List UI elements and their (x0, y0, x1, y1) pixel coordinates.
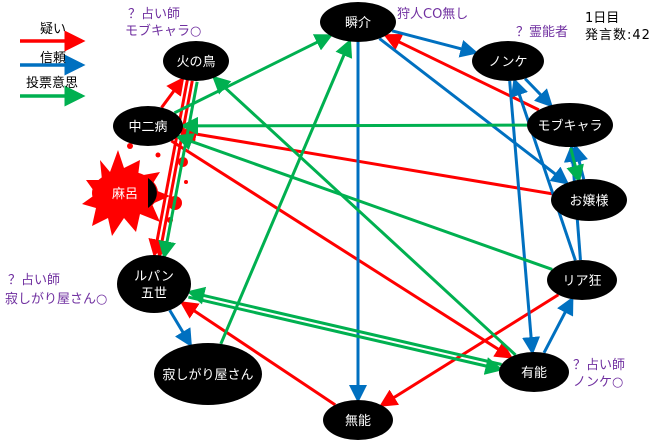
legend (20, 30, 86, 107)
node-ellipse (154, 343, 262, 405)
node-shunsuke: 瞬介 (320, 2, 396, 42)
node-label: 火の鳥 (176, 55, 215, 70)
edge-trust-riakyo-to-nonke (510, 77, 577, 261)
node-chuni: 中二病 (113, 106, 183, 146)
edge-vote-riakyo-to-chuni (174, 133, 553, 271)
node-ellipse (499, 352, 569, 392)
node-label: 五世 (141, 287, 167, 302)
node-riakyo: リア狂 (547, 260, 617, 300)
node-ellipse (472, 41, 544, 81)
edge-trust-lupin-to-sabishi (168, 309, 192, 348)
note-shunsuke: 狩人CO無し (397, 7, 469, 22)
node-ellipse (320, 2, 396, 42)
node-label: 瞬介 (345, 16, 371, 31)
edge-trust-shunsuke-to-nonke (391, 29, 479, 58)
edge-vote-sabishi-to-shunsuke (219, 38, 353, 345)
node-ellipse (527, 103, 613, 147)
edge-trust-nonke-to-mobu (523, 77, 553, 108)
node-ellipse (117, 255, 191, 313)
node-shadow (148, 178, 157, 208)
node-hinotori: 火の鳥 (163, 41, 229, 81)
node-label: 麻呂 (112, 187, 138, 202)
legend-suspect-label: 疑い (40, 22, 67, 37)
edge-vote-yuunou-to-hinotori (211, 75, 517, 357)
node-nonke: ノンケ (472, 41, 544, 81)
node-yuunou: 有能 (499, 352, 569, 392)
note-lupin-2: 寂しがり屋さん○ (5, 292, 108, 307)
day-label: 1日目 (585, 11, 620, 26)
node-label: ルパン (134, 270, 174, 285)
edge-vote-mobu-to-chuni (179, 116, 528, 135)
note-yuunou-1: ？占い師 (573, 358, 626, 373)
node-label: モブキャラ (537, 118, 602, 134)
edge-suspect-chuni-to-hinotori (160, 76, 185, 109)
legend-trust-label: 信頼 (40, 51, 67, 66)
node-ellipse (113, 106, 183, 146)
edge-suspect-chuni-to-yuunou (170, 139, 514, 359)
edge-suspect-ojou-to-chuni (178, 125, 553, 196)
node-ellipse (551, 179, 627, 221)
edge-vote-mobu-to-ojou (566, 147, 584, 184)
node-label: ノンケ (488, 55, 527, 70)
edge-vote-yuunou-to-lupin (186, 286, 502, 366)
node-mobu: モブキャラ (527, 103, 613, 147)
edge-vote-lupin-to-yuunou (188, 295, 504, 375)
edge-vote-chuni-to-shunsuke (173, 34, 334, 115)
node-ellipse (323, 400, 393, 440)
statement-count: 発言数:42 (585, 28, 651, 43)
node-label: リア狂 (562, 274, 601, 289)
node-ellipse (547, 260, 617, 300)
edge-suspect-hinotori-to-lupin (153, 80, 194, 259)
note-lupin-1: ？占い師 (8, 273, 61, 288)
legend-vote-label: 投票意思 (26, 76, 79, 91)
edge-trust-shunsuke-to-ojou (378, 37, 570, 185)
note-hinotori-2: モブキャラ○ (125, 24, 202, 39)
node-ellipse (92, 171, 158, 215)
edge-trust-yuunou-to-riakyo (542, 296, 574, 354)
node-label: 有能 (521, 366, 547, 381)
node-maro: 麻呂 (92, 171, 158, 215)
note-yuunou-2: ノンケ○ (573, 375, 624, 390)
note-hinotori-1: ？占い師 (128, 7, 181, 22)
edge-suspect-munou-to-lupin (179, 301, 337, 407)
node-munou: 無能 (323, 400, 393, 440)
note-nonke: ？霊能者 (516, 25, 569, 40)
node-label: 寂しがり屋さん (162, 367, 253, 383)
node-label: 無能 (345, 414, 371, 429)
node-ellipse (163, 41, 229, 81)
node-label: 中二病 (128, 120, 167, 135)
edge-vote-hinotori-to-lupin (158, 81, 199, 260)
node-sabishi: 寂しがり屋さん (154, 343, 262, 405)
node-label: お嬢様 (569, 194, 608, 209)
node-ojou: お嬢様 (551, 179, 627, 221)
